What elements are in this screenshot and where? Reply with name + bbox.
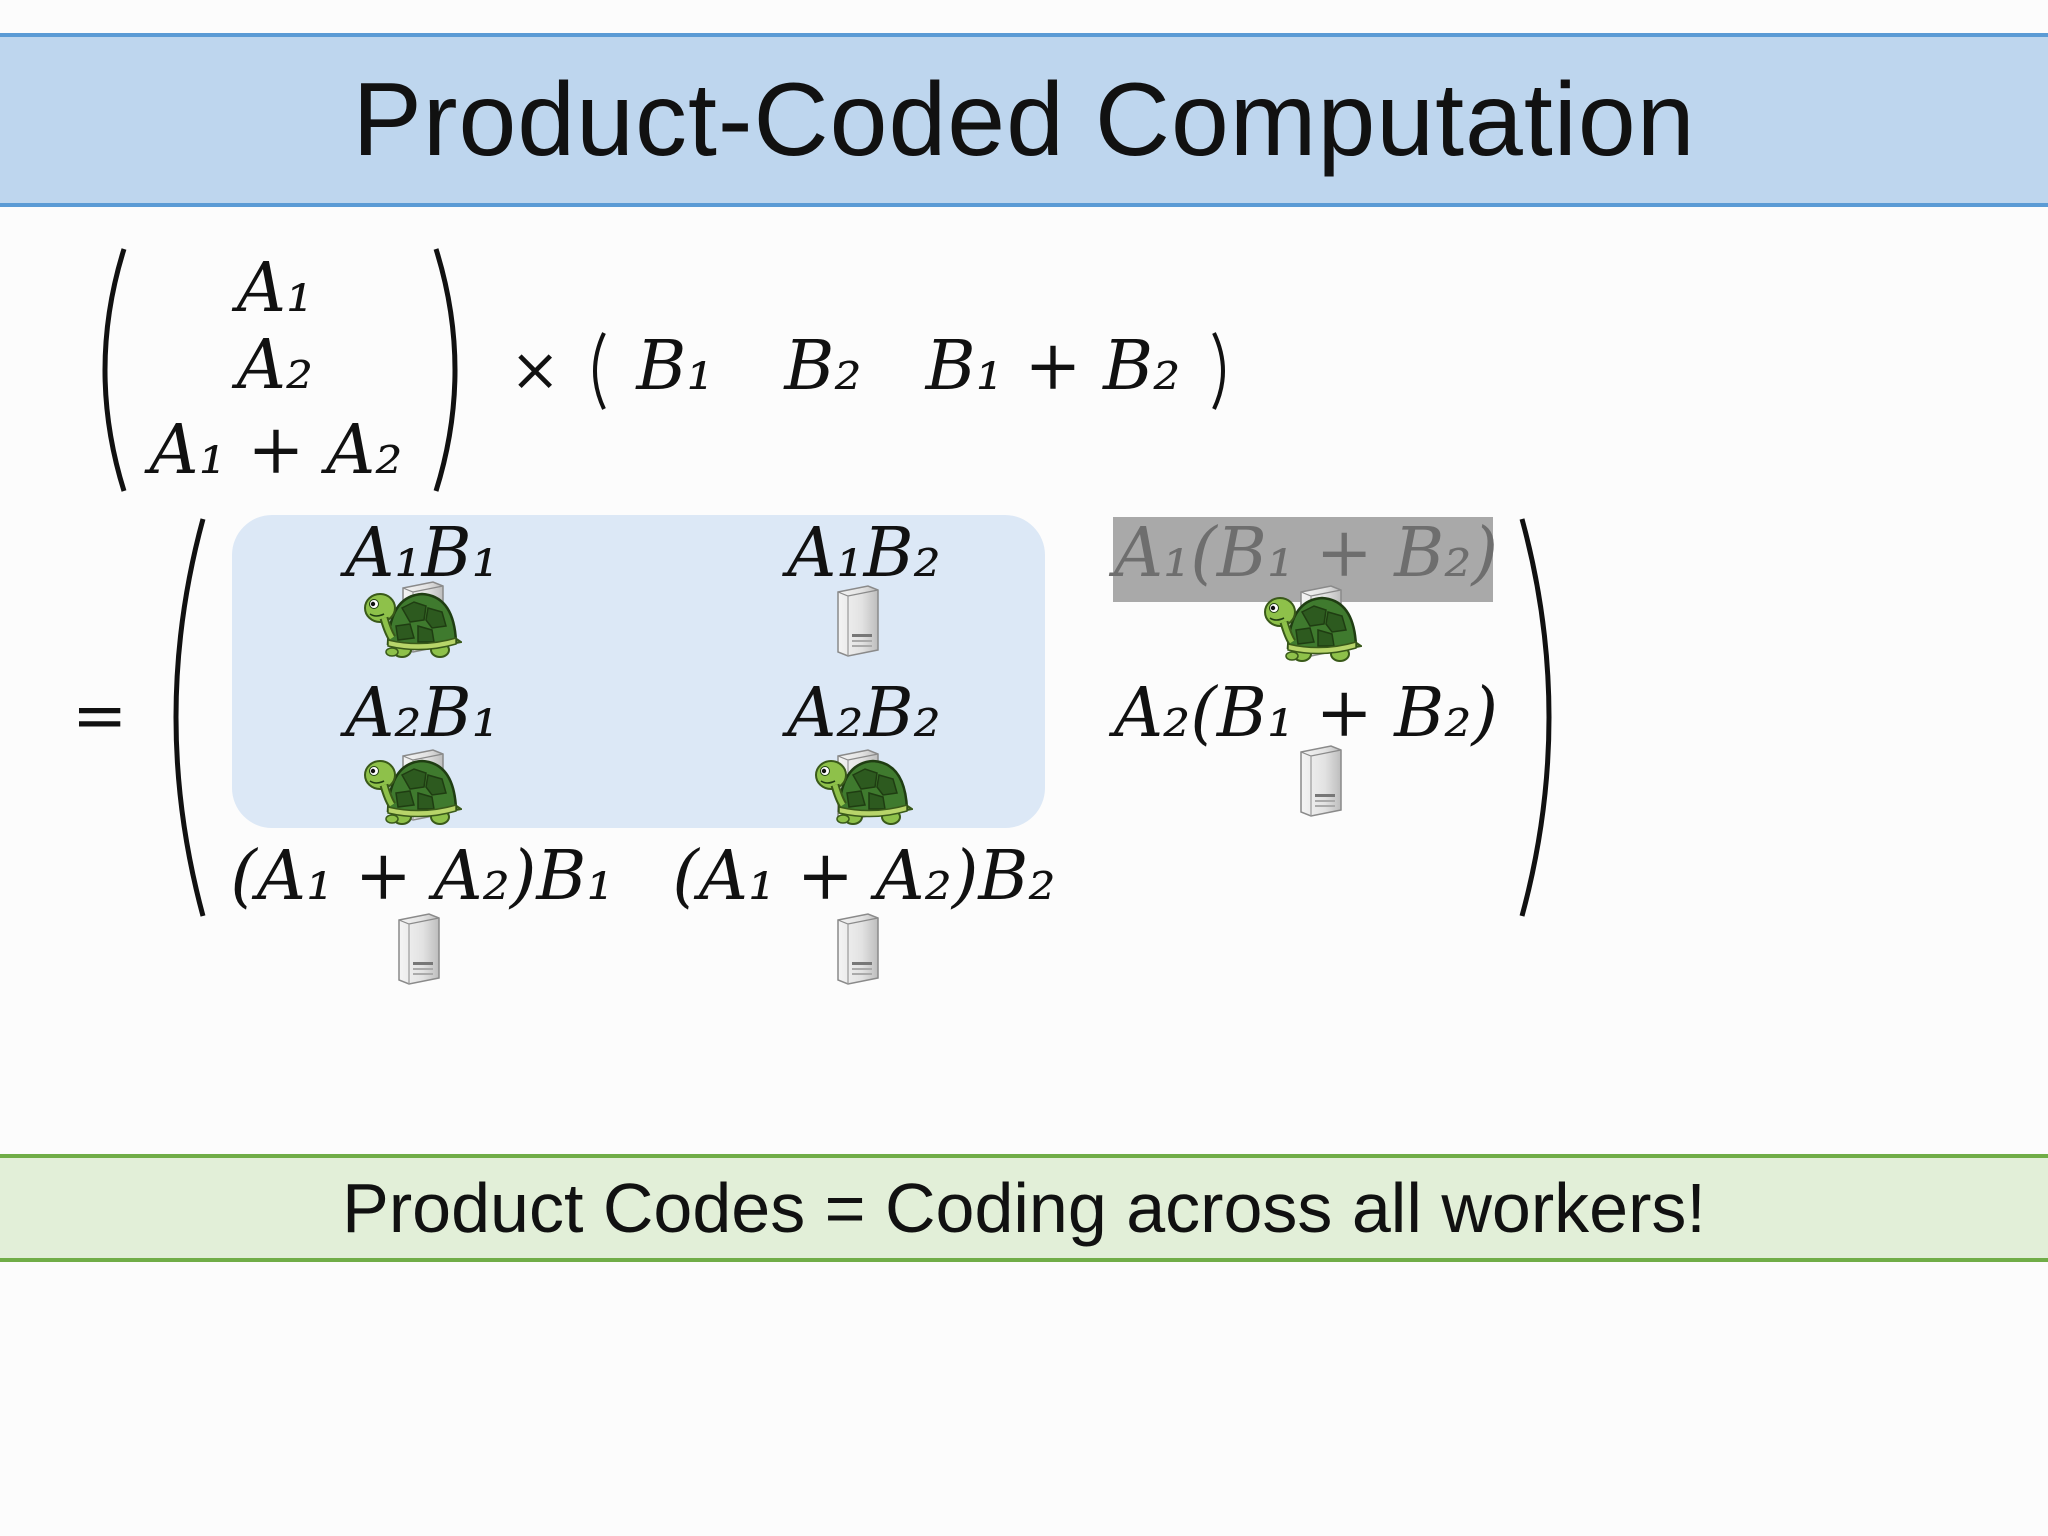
left-paren-product-matrix — [173, 518, 206, 917]
server-icon — [832, 910, 882, 986]
a-vector-entry-2: A₂ — [236, 326, 314, 405]
straggler-highlight — [1113, 517, 1493, 602]
equals-symbol: = — [72, 677, 128, 754]
cell-a1-plus-a2-b2: (A₁ + A₂)B₂ — [672, 837, 1056, 916]
right-paren-product-matrix — [1519, 518, 1552, 917]
b-vector-entry-1: B₁ — [636, 327, 714, 406]
slide-title: Product-Coded Computation — [352, 61, 1696, 178]
footer-caption: Product Codes = Coding across all worker… — [342, 1169, 1706, 1247]
turtle-icon — [813, 745, 913, 825]
a-vector-entry-3: A₁ + A₂ — [149, 411, 403, 490]
left-paren-b-vector — [593, 332, 606, 410]
cell-a1-b1-plus-b2: A₁(B₁ + B₂) — [1113, 514, 1499, 593]
cell-a2b2: A₂B₂ — [787, 674, 941, 753]
b-vector-entry-3: B₁ + B₂ — [925, 327, 1181, 406]
turtle-icon — [362, 745, 462, 825]
right-paren-b-vector — [1212, 332, 1225, 410]
a-vector-entry-1: A₁ — [236, 249, 314, 328]
title-band: Product-Coded Computation — [0, 33, 2048, 207]
times-symbol: × — [510, 335, 561, 405]
cell-a1b1: A₁B₁ — [345, 514, 499, 593]
cell-a1-plus-a2-b1: (A₁ + A₂)B₁ — [230, 837, 614, 916]
server-icon — [1295, 742, 1345, 818]
server-icon — [393, 910, 443, 986]
cell-a2b1: A₂B₁ — [345, 674, 499, 753]
footer-band: Product Codes = Coding across all worker… — [0, 1154, 2048, 1262]
turtle-icon — [362, 578, 462, 658]
left-paren-a-vector — [102, 248, 127, 492]
b-vector-entry-2: B₂ — [784, 327, 862, 406]
cell-a1b2: A₁B₂ — [787, 514, 941, 593]
turtle-icon — [1262, 582, 1362, 662]
right-paren-a-vector — [433, 248, 458, 492]
server-icon — [832, 582, 882, 658]
cell-a2-b1-plus-b2: A₂(B₁ + B₂) — [1113, 674, 1499, 753]
